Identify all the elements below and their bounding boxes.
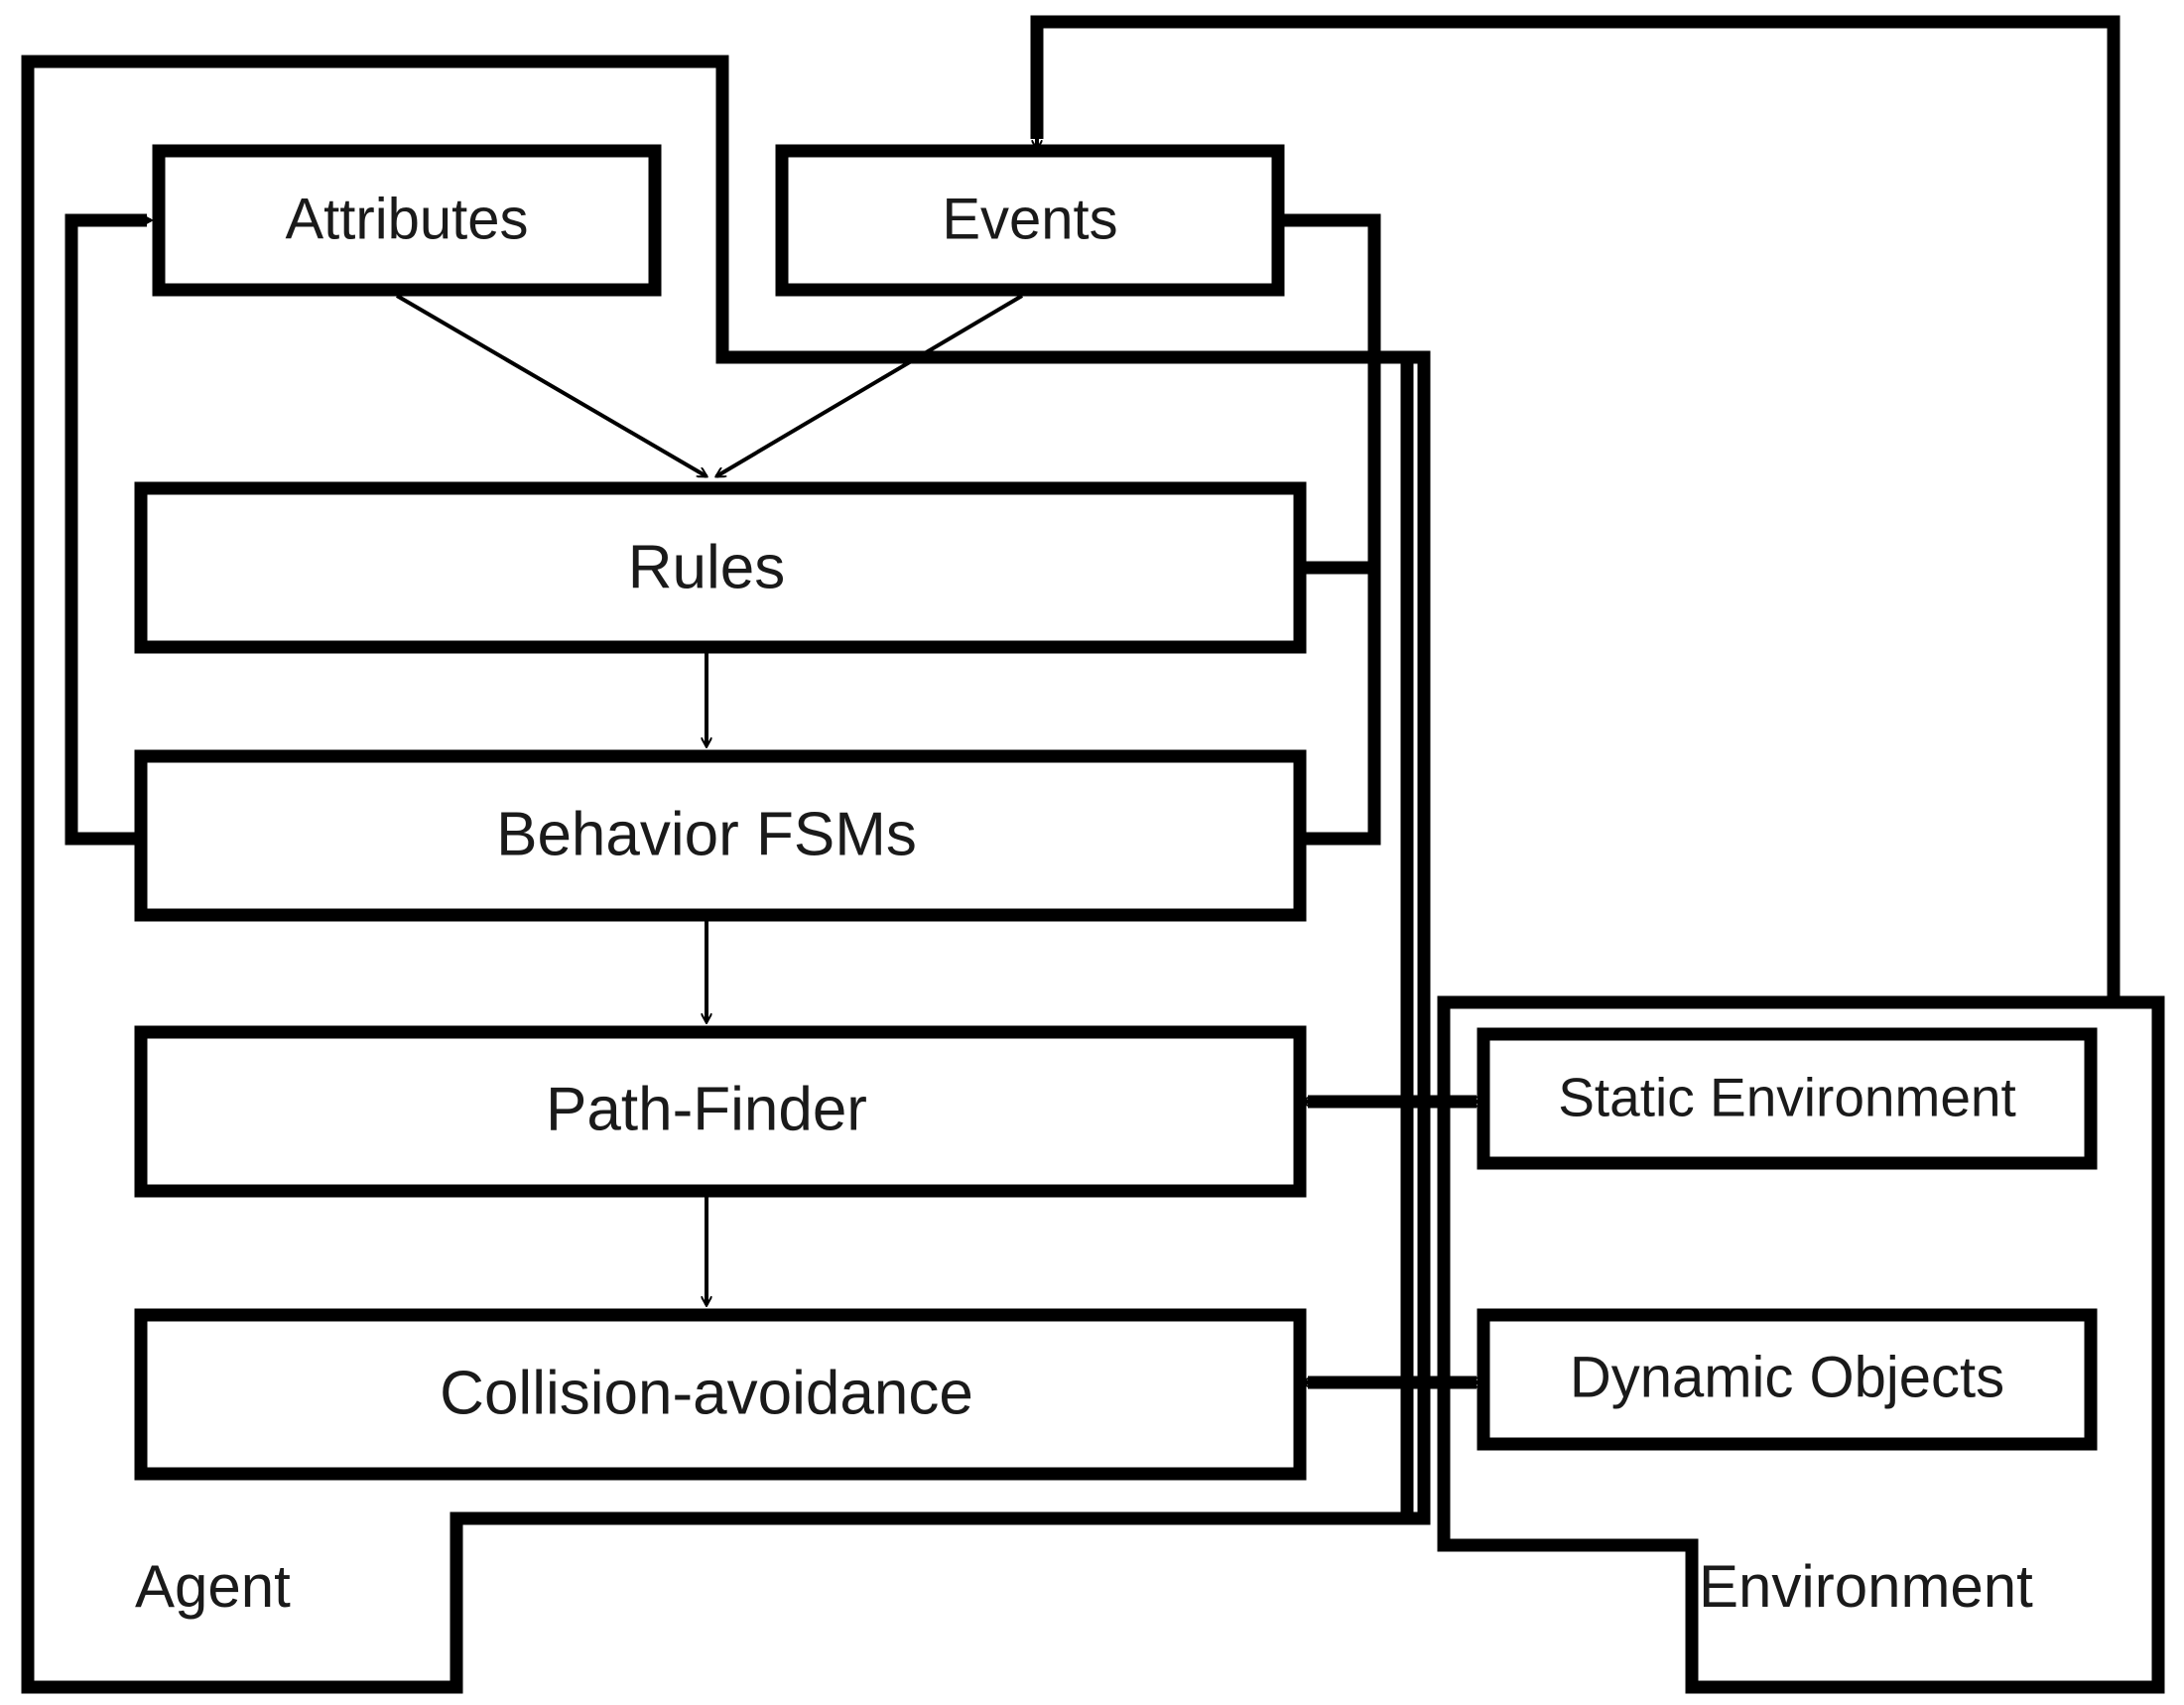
node-attributes-label: Attributes (286, 187, 529, 251)
node-path-finder-border (134, 1025, 1307, 1198)
node-events-border (775, 144, 1285, 297)
node-dynamic-objects-label: Dynamic Objects (1570, 1345, 2004, 1409)
edge-behaviorfsms-right-stub (1300, 357, 1381, 846)
node-behavior-fsms-fill (141, 756, 1300, 915)
environment-container-outline (1437, 995, 2165, 1694)
arrow-events-to-rules (716, 294, 1024, 478)
node-static-environment[interactable]: Static Environment (1477, 1027, 2098, 1170)
node-events-fill (782, 151, 1278, 290)
node-path-finder-label: Path-Finder (546, 1075, 867, 1143)
environment-container-label: Environment (1699, 1553, 2033, 1620)
node-events-label: Events (942, 187, 1117, 251)
node-dynamic-objects-fill (1483, 1315, 2091, 1444)
node-static-environment-fill (1483, 1034, 2091, 1163)
arrow-attributes-to-rules (395, 294, 707, 478)
node-attributes-fill (159, 151, 655, 290)
node-static-environment-label: Static Environment (1558, 1067, 2016, 1128)
node-collision-avoidance[interactable]: Collision-avoidance (134, 1308, 1307, 1481)
node-dynamic-objects[interactable]: Dynamic Objects (1477, 1308, 2098, 1451)
node-collision-avoidance-fill (141, 1315, 1300, 1474)
node-events[interactable]: Events (775, 144, 1285, 297)
node-rules-fill (141, 488, 1300, 647)
node-rules[interactable]: Rules (134, 481, 1307, 654)
node-rules-label: Rules (628, 533, 786, 601)
node-behavior-fsms[interactable]: Behavior FSMs (134, 749, 1307, 922)
node-behavior-fsms-border (134, 749, 1307, 922)
node-rules-border (134, 481, 1307, 654)
node-collision-avoidance-border (134, 1308, 1307, 1481)
agent-container-outline (21, 55, 1431, 1694)
agent-container: Agent (21, 55, 1431, 1694)
edge-environment-to-events (1030, 15, 2120, 1002)
node-path-finder-fill (141, 1032, 1300, 1191)
node-path-finder[interactable]: Path-Finder (134, 1025, 1307, 1198)
node-attributes[interactable]: Attributes (152, 144, 662, 297)
node-behavior-fsms-label: Behavior FSMs (496, 800, 917, 868)
agent-container-label: Agent (135, 1553, 291, 1620)
node-collision-avoidance-label: Collision-avoidance (440, 1359, 973, 1427)
node-attributes-border (152, 144, 662, 297)
environment-container: Environment (1437, 995, 2165, 1694)
